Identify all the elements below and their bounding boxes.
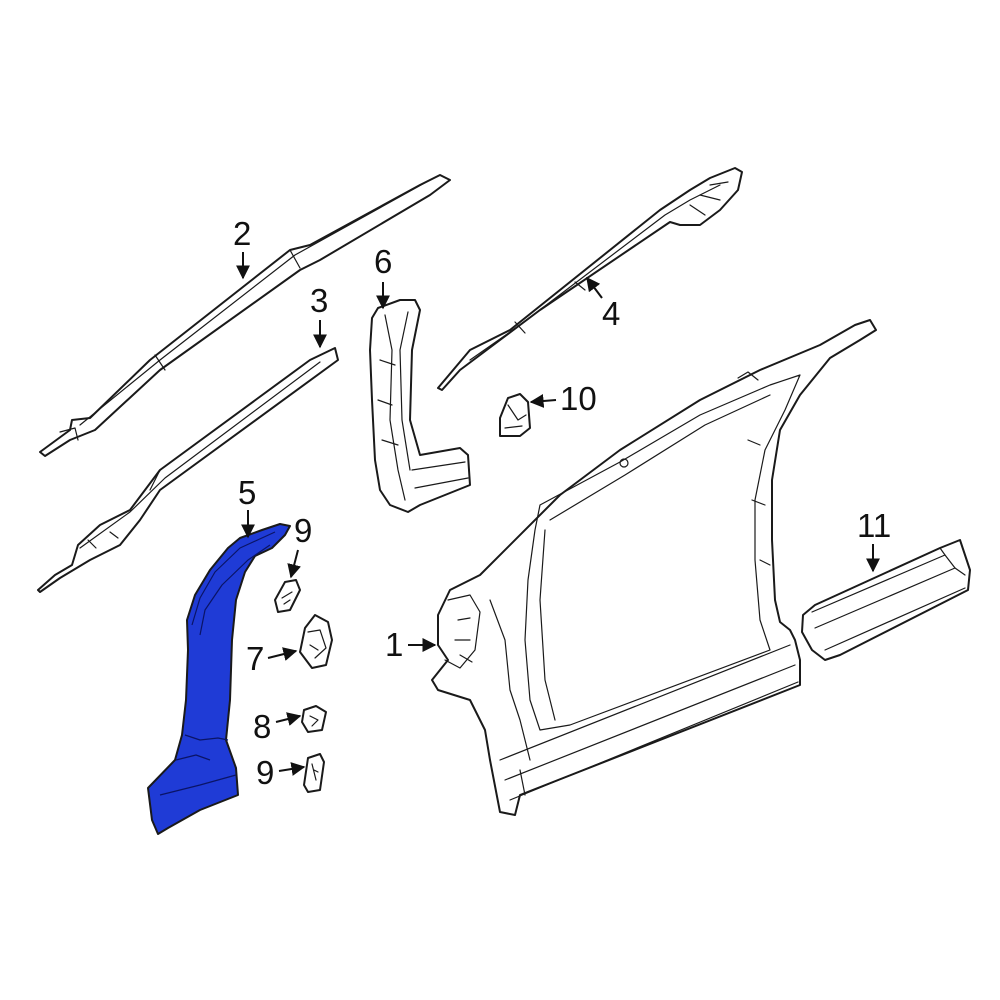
part-5-a-pillar-highlighted[interactable] xyxy=(147,523,291,835)
part-4-roof-side-rail[interactable] xyxy=(437,167,743,391)
callout-arrow-4 xyxy=(586,276,603,299)
callout-label-9-lower: 9 xyxy=(256,754,274,791)
callout-10: 10 xyxy=(529,380,597,417)
callout-arrow-9-upper xyxy=(287,549,301,579)
part-3-roof-rail-inner[interactable] xyxy=(37,347,339,593)
callout-5: 5 xyxy=(238,474,256,539)
callout-6: 6 xyxy=(374,243,392,310)
part-9-clip-lower[interactable] xyxy=(303,753,325,793)
callout-arrow-8 xyxy=(275,712,302,726)
callout-label-2: 2 xyxy=(233,215,251,252)
part-6-pillar-reinforcement[interactable] xyxy=(369,299,471,513)
callout-arrow-7 xyxy=(267,647,298,661)
callout-2: 2 xyxy=(233,215,251,280)
callout-label-1: 1 xyxy=(385,626,403,663)
callout-arrow-10 xyxy=(529,394,557,408)
callout-8: 8 xyxy=(253,708,302,745)
part-11-rocker-panel[interactable] xyxy=(801,539,971,661)
callout-9a: 9 xyxy=(287,512,312,579)
part-1-side-body-panel[interactable] xyxy=(431,319,877,816)
callout-7: 7 xyxy=(246,640,298,677)
part-8-plate[interactable] xyxy=(301,705,327,733)
callout-label-3: 3 xyxy=(310,282,328,319)
callout-label-4: 4 xyxy=(602,295,620,332)
part-9-clip-upper[interactable] xyxy=(274,579,301,613)
callout-label-9-upper: 9 xyxy=(294,512,312,549)
callout-1: 1 xyxy=(385,626,437,663)
callout-label-6: 6 xyxy=(374,243,392,280)
callout-label-8: 8 xyxy=(253,708,271,745)
callout-label-10: 10 xyxy=(560,380,597,417)
callout-label-11: 11 xyxy=(857,507,891,544)
callout-3: 3 xyxy=(310,282,328,349)
part-2-roof-rail[interactable] xyxy=(39,174,451,457)
part-10-bracket[interactable] xyxy=(499,393,531,437)
part-7-bracket[interactable] xyxy=(299,614,333,669)
callout-arrow-9-lower xyxy=(278,762,306,776)
callout-9b: 9 xyxy=(256,754,306,791)
callout-label-7: 7 xyxy=(246,640,264,677)
callout-label-5: 5 xyxy=(238,474,256,511)
callout-4: 4 xyxy=(586,276,620,332)
callout-11: 11 xyxy=(857,507,891,573)
